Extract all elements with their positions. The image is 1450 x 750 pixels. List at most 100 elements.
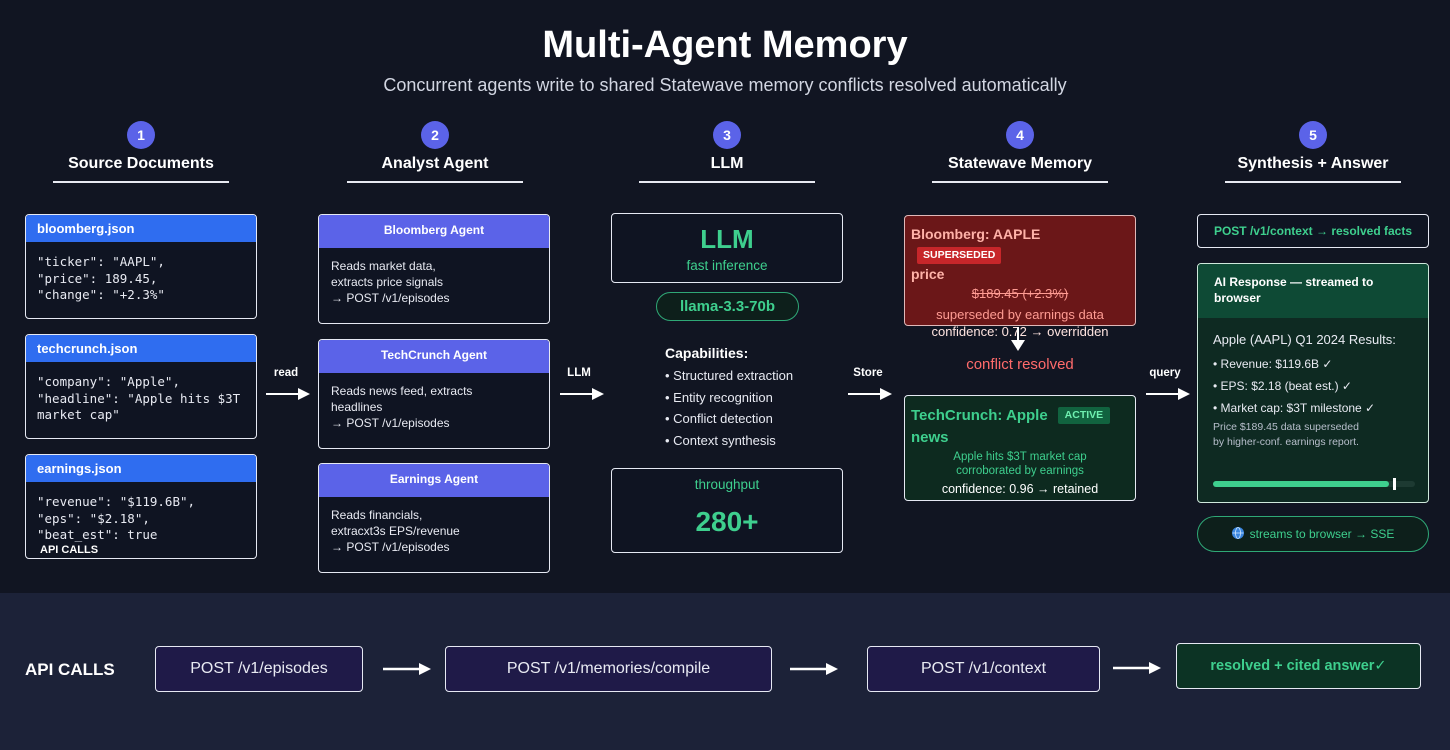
model-pill: llama-3.3-70b xyxy=(656,292,799,321)
api-call-compile: POST /v1/memories/compile xyxy=(445,646,772,692)
ai-response-title: Apple (AAPL) Q1 2024 Results: xyxy=(1213,332,1396,347)
source-card-bloomberg: bloomberg.json "ticker": "AAPL", "price"… xyxy=(25,214,257,319)
step-badge: 2 xyxy=(421,121,449,149)
globe-icon xyxy=(1231,527,1244,539)
ai-response-item: • Market cap: $3T milestone ✓ xyxy=(1213,401,1376,415)
stream-progress-fill xyxy=(1213,481,1389,487)
memory-old-price: $189.45 (+2.3%) xyxy=(971,286,1069,301)
agent-line: extracts price signals xyxy=(331,275,444,289)
arrow-right-icon xyxy=(383,663,431,675)
arrow-right-icon xyxy=(1113,662,1161,674)
capability-item: • Conflict detection xyxy=(665,411,773,426)
column-underline xyxy=(639,181,815,183)
active-badge: ACTIVE xyxy=(1057,407,1111,424)
post-context-box: POST /v1/context → resolved facts xyxy=(1197,214,1429,248)
source-filename: bloomberg.json xyxy=(26,215,256,242)
memory-new-text: Apple hits $3T market cap xyxy=(953,451,1087,463)
agent-description: Reads market data, extracts price signal… xyxy=(319,248,549,316)
agent-line: headlines xyxy=(331,400,383,414)
column-underline xyxy=(932,181,1108,183)
memory-title-text: Bloomberg: AAPLE xyxy=(911,226,1041,242)
api-call-episodes: POST /v1/episodes xyxy=(155,646,363,692)
memory-title: Bloomberg: AAPLE SUPERSEDED xyxy=(911,224,1129,264)
memory-card-superseded: Bloomberg: AAPLE SUPERSEDED price $189.45… xyxy=(904,215,1136,339)
stream-progress-bar xyxy=(1213,478,1415,490)
llm-title: LLM xyxy=(700,224,754,254)
arrow-right-icon xyxy=(266,388,310,400)
memory-title: TechCrunch: Apple ACTIVE xyxy=(911,404,1129,428)
ai-response-item: • Revenue: $119.6B ✓ xyxy=(1213,357,1333,371)
ai-response-box: AI Response — streamed to browser Apple … xyxy=(1197,263,1429,503)
ai-response-item: • EPS: $2.18 (beat est.) ✓ xyxy=(1213,379,1352,393)
column-underline xyxy=(347,181,523,183)
page-title: Multi-Agent Memory xyxy=(542,24,908,66)
source-json: "revenue": "$119.6B", "eps": "$2.18", "b… xyxy=(37,494,196,542)
capabilities-title: Capabilities: xyxy=(665,345,749,361)
ai-response-note: Price $189.45 data superseded xyxy=(1213,421,1359,433)
capability-item: • Context synthesis xyxy=(665,432,776,448)
column-label: Statewave Memory xyxy=(947,155,1093,172)
agent-description: Reads news feed, extracts headlines → PO… xyxy=(319,373,549,441)
llm-box: LLM fast inference xyxy=(611,213,843,283)
agent-card-bloomberg: Bloomberg Agent Reads market data, extra… xyxy=(318,214,550,324)
throughput-value: 280+ xyxy=(695,506,759,537)
memory-title-line2: news xyxy=(911,429,949,446)
source-filename: techcrunch.json xyxy=(26,335,256,362)
capabilities-list: Capabilities: • Structured extraction • … xyxy=(665,345,855,451)
column-label: LLM xyxy=(710,155,744,172)
column-label: Source Documents xyxy=(68,155,214,172)
arrow-label-store: Store xyxy=(853,367,883,379)
sse-pill: streams to browser → SSE xyxy=(1197,516,1429,552)
column-label: Synthesis + Answer xyxy=(1237,155,1389,172)
step-badge: 3 xyxy=(713,121,741,149)
agent-description: Reads financials, extracxt3s EPS/revenue… xyxy=(319,497,549,565)
throughput-box: throughput 280+ xyxy=(611,468,843,553)
sse-label: streams to browser → SSE xyxy=(1249,527,1395,541)
agent-card-earnings: Earnings Agent Reads financials, extracx… xyxy=(318,463,550,573)
column-header-agent: 2 Analyst Agent xyxy=(315,121,555,183)
column-header-memory: 4 Statewave Memory xyxy=(900,121,1140,183)
step-badge: 5 xyxy=(1299,121,1327,149)
memory-old-confidence: confidence: 0.72 → overridden xyxy=(931,324,1109,339)
source-json: "ticker": "AAPL", "price": 189.45, "chan… xyxy=(37,254,165,302)
arrow-label-query: query xyxy=(1149,367,1181,379)
agent-line: Reads financials, xyxy=(331,508,423,522)
column-underline xyxy=(53,181,229,183)
final-answer-box: resolved + cited answer✓ xyxy=(1176,643,1421,689)
footer-label: API CALLS xyxy=(25,660,115,679)
column-header-llm: 3 LLM xyxy=(607,121,847,183)
llm-subtitle: fast inference xyxy=(686,258,768,273)
agent-line: Reads market data, xyxy=(331,259,436,273)
agent-line: → POST /v1/episodes xyxy=(331,416,450,430)
agent-card-techcrunch: TechCrunch Agent Reads news feed, extrac… xyxy=(318,339,550,449)
throughput-label: throughput xyxy=(694,477,760,492)
source-filename: earnings.json xyxy=(26,455,256,482)
ai-response-body: Apple (AAPL) Q1 2024 Results: • Revenue:… xyxy=(1198,318,1428,463)
column-underline xyxy=(1225,181,1401,183)
arrow-label-read: read xyxy=(273,367,299,379)
api-calls-tag: API CALLS xyxy=(40,543,99,556)
memory-old-note: superseded by earnings data xyxy=(936,307,1104,322)
memory-new-confidence: confidence: 0.96 → retained xyxy=(941,482,1099,496)
arrow-right-icon xyxy=(1146,388,1190,400)
column-label: Analyst Agent xyxy=(381,155,489,172)
ai-response-note: by higher-conf. earnings report. xyxy=(1213,436,1359,448)
agent-line: → POST /v1/episodes xyxy=(331,291,450,305)
memory-title-line2: price xyxy=(911,266,945,282)
memory-title-text: TechCrunch: Apple xyxy=(911,407,1048,424)
agent-name: TechCrunch Agent xyxy=(319,340,549,373)
step-badge: 4 xyxy=(1006,121,1034,149)
source-card-earnings: earnings.json "revenue": "$119.6B", "eps… xyxy=(25,454,257,559)
ai-response-header: AI Response — streamed to browser xyxy=(1198,264,1428,318)
superseded-badge: SUPERSEDED xyxy=(917,247,1002,264)
column-header-synthesis: 5 Synthesis + Answer xyxy=(1193,121,1433,183)
memory-card-active: TechCrunch: Apple ACTIVE news Apple hits … xyxy=(904,395,1136,501)
agent-line: Reads news feed, extracts xyxy=(331,384,473,398)
column-header-source: 1 Source Documents xyxy=(21,121,261,183)
capability-item: • Structured extraction xyxy=(665,368,794,383)
agent-name: Bloomberg Agent xyxy=(319,215,549,248)
arrow-right-icon xyxy=(790,663,838,675)
agent-name: Earnings Agent xyxy=(319,464,549,497)
arrow-right-icon xyxy=(848,388,892,400)
agent-line: → POST /v1/episodes xyxy=(331,540,450,554)
